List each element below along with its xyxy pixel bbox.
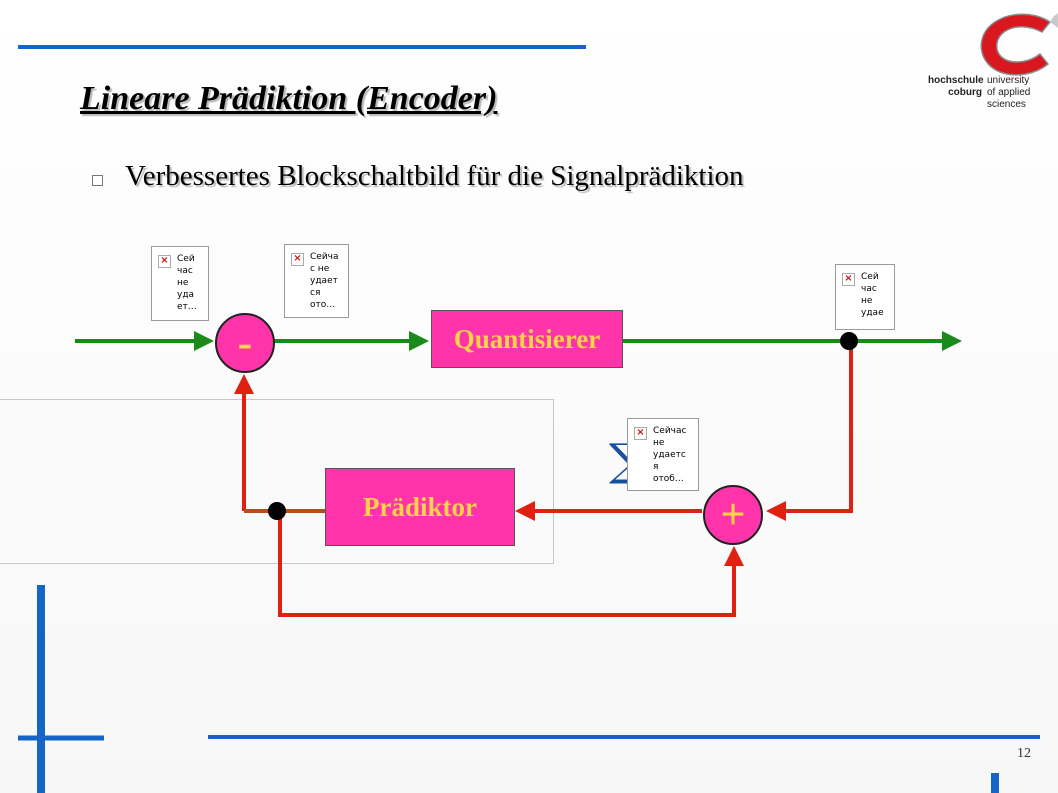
predictor-block: Prädiktor [325,468,515,546]
bullet-marker-icon [92,175,103,186]
page-number: 12 [1017,746,1031,761]
broken-image-text: Сейчас не удаетс я отоб… [653,426,687,484]
prediction-to-adder-arrow [278,511,744,617]
quantizer-block: Quantisierer [431,310,623,368]
broken-image-text: Сейча с не удает ся ото… [310,252,339,310]
logo-line-coburg: coburg [948,87,982,98]
broken-image-placeholder: × Сей час не удае [835,264,895,330]
logo-line-hochschule: hochschule [928,75,984,86]
broken-image-icon: × [158,255,171,268]
logo-wordmark-right: university of applied sciences [987,75,1030,111]
broken-image-placeholder: × Сейча с не удает ся ото… [284,244,349,318]
bullet-item: Verbessertes Blockschaltbild für die Sig… [92,160,744,193]
adder-node: + [703,485,763,545]
logo-wordmark-left: hochschule coburg [928,75,984,99]
broken-image-text: Сей час не удае [861,272,884,318]
broken-image-placeholder: × Сейчас не удаетс я отоб… [627,418,699,491]
broken-image-placeholder: × Сей час не уда ет… [151,246,209,321]
broken-image-icon: × [291,253,304,266]
broken-image-icon: × [634,427,647,440]
slide-title: Lineare Prädiktion (Encoder) [80,80,498,117]
hochschule-coburg-logo-icon [980,13,1058,76]
logo-line-of-applied: of applied [987,87,1031,98]
bullet-text: Verbessertes Blockschaltbild für die Sig… [125,160,744,192]
logo-line-sciences: sciences [987,99,1026,110]
broken-image-text: Сей час не уда ет… [177,254,197,312]
predictor-junction-dot [268,502,286,520]
subtractor-node: - [215,313,275,373]
logo-line-university: university [987,75,1030,86]
feedback-down-line [766,341,853,521]
broken-image-icon: × [842,273,855,286]
output-junction-dot [840,332,858,350]
